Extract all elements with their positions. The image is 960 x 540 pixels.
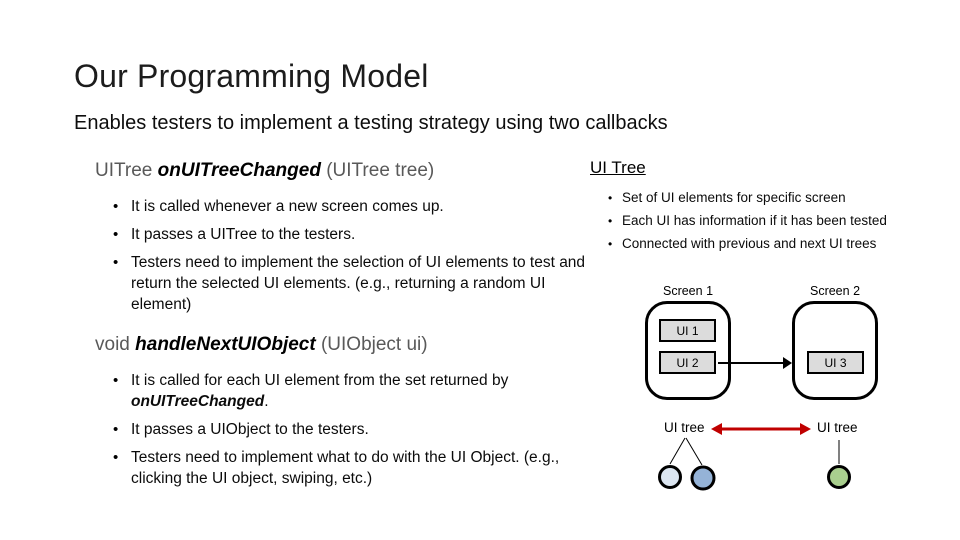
- bullet-text: Each UI has information if it has been t…: [622, 213, 887, 228]
- ui1-box: UI 1: [659, 319, 716, 342]
- signature-pre: UITree: [95, 160, 158, 181]
- bullet-item: • It is called whenever a new screen com…: [95, 196, 605, 217]
- ui-node-blue: [690, 465, 716, 491]
- bullet-marker: •: [113, 449, 119, 466]
- ui-node-light-blue: [658, 465, 682, 489]
- bullet-marker: •: [113, 198, 119, 215]
- callback-signature-onuitreechanged: UITree onUITreeChanged (UITree tree): [95, 160, 605, 182]
- bullet-item: • Testers need to implement what to do w…: [95, 447, 605, 489]
- bullet-item: • It passes a UITree to the testers.: [95, 224, 605, 245]
- bullet-text-pre: It is called whenever a new screen comes…: [131, 198, 444, 215]
- screen-transition-arrowhead-icon: [783, 357, 792, 369]
- bullet-text-pre: Testers need to implement the selection …: [131, 254, 586, 313]
- bullet-text: Set of UI elements for specific screen: [622, 190, 846, 205]
- ui-node-green: [827, 465, 851, 489]
- section-onuitreechanged: UITree onUITreeChanged (UITree tree) • I…: [95, 160, 605, 322]
- tree-edge: [669, 437, 686, 465]
- bullet-text: It passes a UITree to the testers.: [131, 224, 586, 245]
- signature-post: (UIObject ui): [315, 334, 428, 355]
- bullet-marker: •: [113, 372, 119, 389]
- bullet-text: Testers need to implement what to do wit…: [131, 447, 586, 489]
- bullet-text-pre: It is called for each UI element from th…: [131, 372, 509, 389]
- page-title: Our Programming Model: [74, 58, 429, 94]
- callback-signature-handlenextuiobject: void handleNextUIObject (UIObject ui): [95, 334, 605, 356]
- bullet-text-post: .: [264, 393, 269, 410]
- screen1-box: [645, 301, 731, 400]
- ui3-box: UI 3: [807, 351, 864, 374]
- ui-tree-right-label: UI tree: [817, 420, 858, 435]
- bullet-marker: •: [113, 226, 119, 243]
- bullet-marker: •: [608, 191, 613, 205]
- diagram-connectors: [658, 357, 851, 491]
- signature-pre: void: [95, 334, 136, 355]
- uitree-link-arrowhead-right-icon: [800, 423, 811, 435]
- bullet-text-emph: onUITreeChanged: [131, 393, 265, 410]
- signature-method-name: handleNextUIObject: [135, 334, 316, 355]
- bullet-text: Connected with previous and next UI tree…: [622, 236, 877, 251]
- screen1-label: Screen 1: [662, 284, 714, 298]
- bullet-text-pre: It passes a UIObject to the testers.: [131, 421, 369, 438]
- bullet-item: • Each UI has information if it has been…: [596, 213, 946, 229]
- uitree-link-arrowhead-left-icon: [711, 423, 722, 435]
- ui-tree-left-label: UI tree: [664, 420, 705, 435]
- bullet-marker: •: [608, 237, 613, 251]
- bullet-item: • It passes a UIObject to the testers.: [95, 419, 605, 440]
- bullet-text: It is called for each UI element from th…: [131, 370, 586, 412]
- section-handlenextuiobject: void handleNextUIObject (UIObject ui) • …: [95, 334, 605, 496]
- bullet-text-pre: Testers need to implement what to do wit…: [131, 449, 560, 487]
- bullet-list-section2: • It is called for each UI element from …: [95, 370, 605, 489]
- bullet-text-pre: It passes a UITree to the testers.: [131, 226, 356, 243]
- bullet-text: Testers need to implement the selection …: [131, 252, 586, 315]
- bullet-item: • Connected with previous and next UI tr…: [596, 236, 946, 252]
- screen2-box: [792, 301, 878, 400]
- bullet-item: • It is called for each UI element from …: [95, 370, 605, 412]
- tree-edge: [685, 437, 703, 466]
- signature-method-name: onUITreeChanged: [157, 160, 321, 181]
- bullet-marker: •: [608, 214, 613, 228]
- ui-tree-bullet-list: • Set of UI elements for specific screen…: [596, 190, 946, 259]
- ui2-box: UI 2: [659, 351, 716, 374]
- bullet-item: • Set of UI elements for specific screen: [596, 190, 946, 206]
- screen2-label: Screen 2: [809, 284, 861, 298]
- bullet-marker: •: [113, 254, 119, 271]
- ui-tree-heading: UI Tree: [590, 158, 646, 177]
- bullet-list-section1: • It is called whenever a new screen com…: [95, 196, 605, 315]
- signature-post: (UITree tree): [320, 160, 435, 181]
- bullet-marker: •: [113, 421, 119, 438]
- bullet-text: It is called whenever a new screen comes…: [131, 196, 586, 217]
- bullet-item: • Testers need to implement the selectio…: [95, 252, 605, 315]
- slide-subtitle: Enables testers to implement a testing s…: [74, 112, 668, 134]
- bullet-text: It passes a UIObject to the testers.: [131, 419, 586, 440]
